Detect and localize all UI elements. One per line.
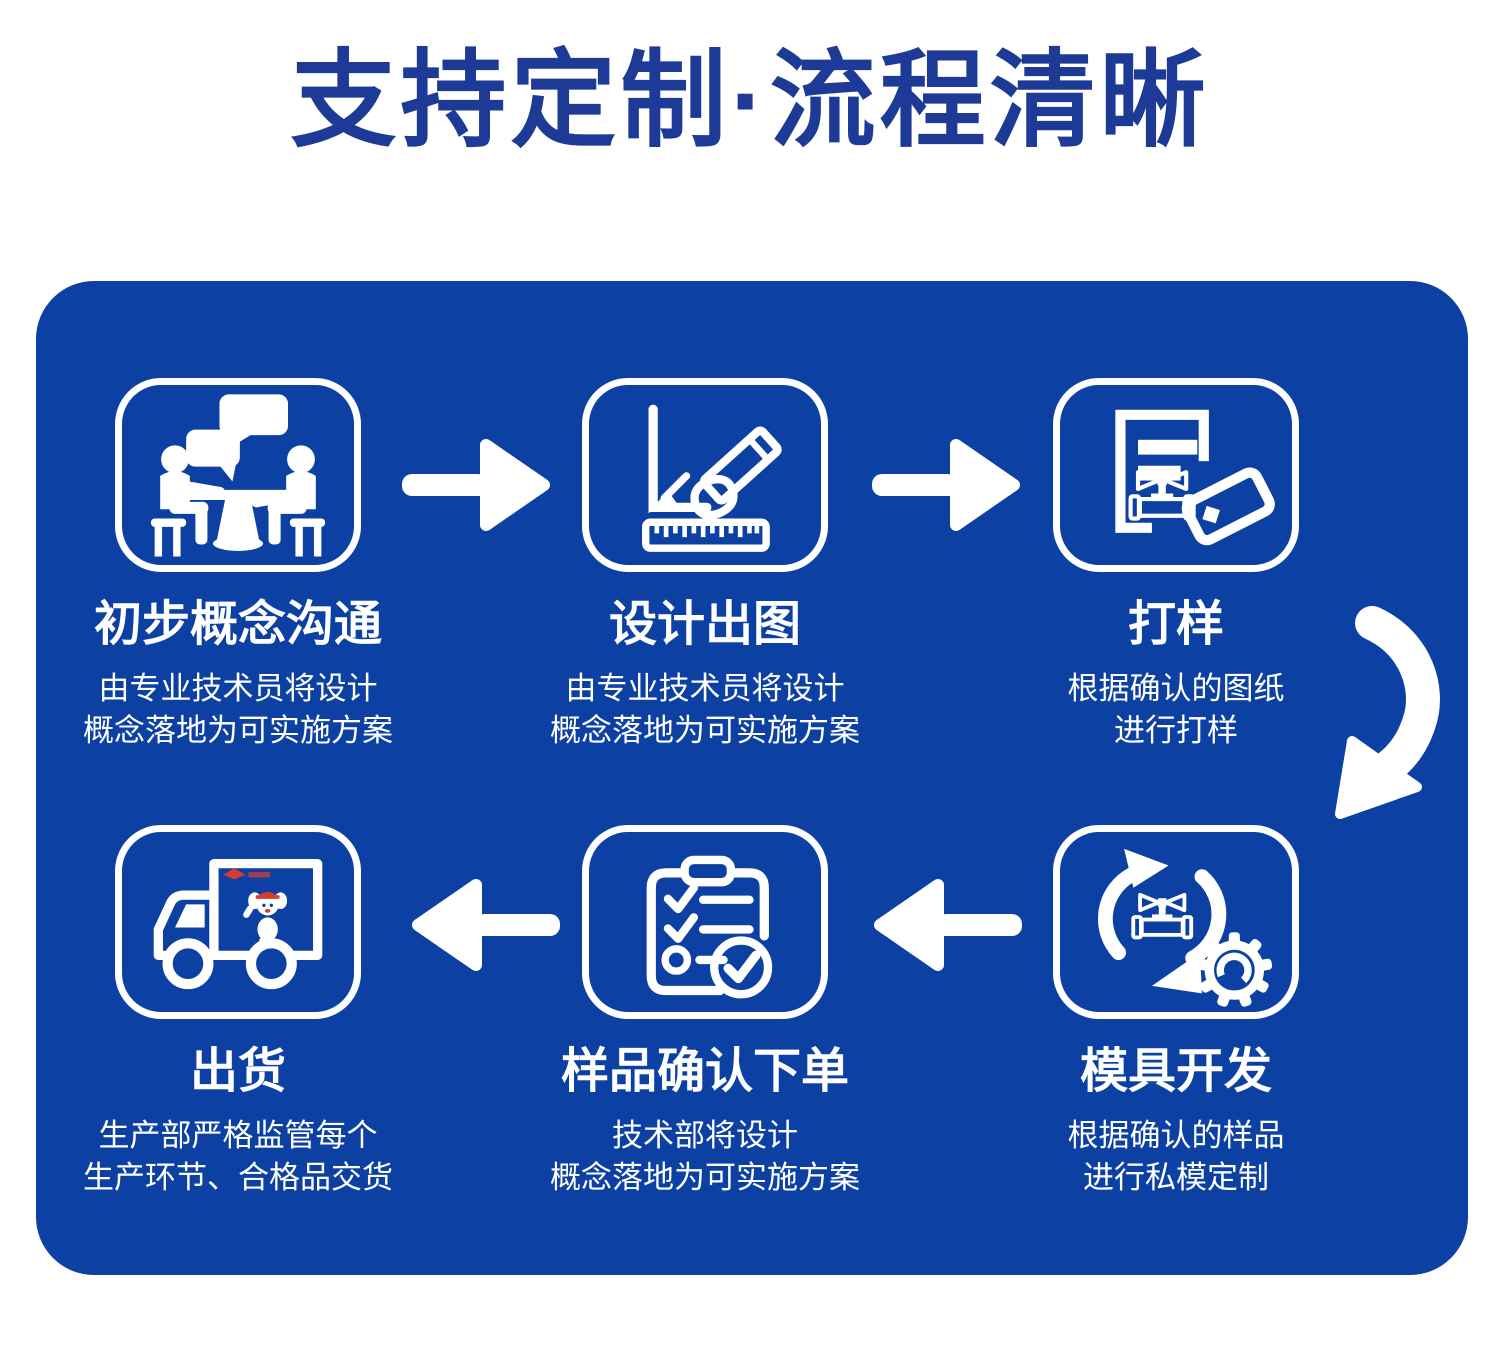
tag-icon [1181, 467, 1275, 546]
step-title: 出货 [189, 1045, 286, 1098]
arrow-right-icon [866, 433, 1024, 542]
step-title: 样品确认下单 [560, 1045, 849, 1098]
checklist-graphic [646, 855, 773, 999]
curved-down-arrow-icon [1328, 603, 1444, 832]
meeting-discussion-icon [115, 378, 361, 572]
shipping-truck-icon [115, 825, 361, 1019]
mold-development-graphic [1098, 848, 1273, 1007]
mold-development-icon [1053, 825, 1299, 1019]
step-description: 由专业技术员将设计 概念落地为可实施方案 [83, 671, 393, 748]
design-drafting-icon [582, 378, 828, 572]
arrow-left-icon [408, 873, 566, 982]
shipping-truck-graphic [153, 859, 323, 990]
step-sampling: 打样 根据确认的图纸 进行打样 [956, 378, 1396, 752]
step-sample-confirm-order: 样品确认下单 技术部将设计 概念落地为可实施方案 [485, 825, 925, 1199]
sample-document-tag-icon [1053, 378, 1299, 572]
gear-icon [1196, 932, 1273, 1007]
step-title: 模具开发 [1079, 1045, 1272, 1098]
step-mold-development: 模具开发 根据确认的样品 进行私模定制 [956, 825, 1396, 1199]
step-design-drawing: 设计出图 由专业技术员将设计 概念落地为可实施方案 [485, 378, 925, 752]
page-title: 支持定制·流程清晰 [290, 42, 1210, 160]
step-title: 打样 [1127, 598, 1224, 651]
step-shipping: 出货 生产部严格监管每个 生产环节、合格品交货 [18, 825, 458, 1199]
step-description: 根据确认的样品 进行私模定制 [1067, 1118, 1285, 1195]
process-flow-panel: 初步概念沟通 由专业技术员将设计 概念落地为可实施方案 设计出图 由专业技术 [36, 281, 1468, 1275]
wheel [245, 938, 297, 990]
step-description: 由专业技术员将设计 概念落地为可实施方案 [550, 671, 860, 748]
wheel [162, 938, 214, 990]
sample-document-tag-graphic [1115, 409, 1275, 546]
step-initial-concept: 初步概念沟通 由专业技术员将设计 概念落地为可实施方案 [18, 378, 458, 752]
brand-logo [223, 868, 271, 880]
arrow-left-icon [870, 873, 1028, 982]
step-description: 技术部将设计 概念落地为可实施方案 [550, 1118, 860, 1195]
arrow-right-icon [396, 433, 554, 542]
cab-window [175, 904, 205, 928]
meeting-discussion-graphic [150, 394, 326, 557]
design-drafting-graphic [642, 404, 782, 552]
step-title: 设计出图 [608, 598, 801, 651]
step-description: 根据确认的图纸 进行打样 [1067, 671, 1285, 748]
sample-confirm-checklist-icon [582, 825, 828, 1019]
step-description: 生产部严格监管每个 生产环节、合格品交货 [83, 1118, 393, 1195]
step-title: 初步概念沟通 [93, 598, 382, 651]
valve-icon [1131, 892, 1194, 940]
